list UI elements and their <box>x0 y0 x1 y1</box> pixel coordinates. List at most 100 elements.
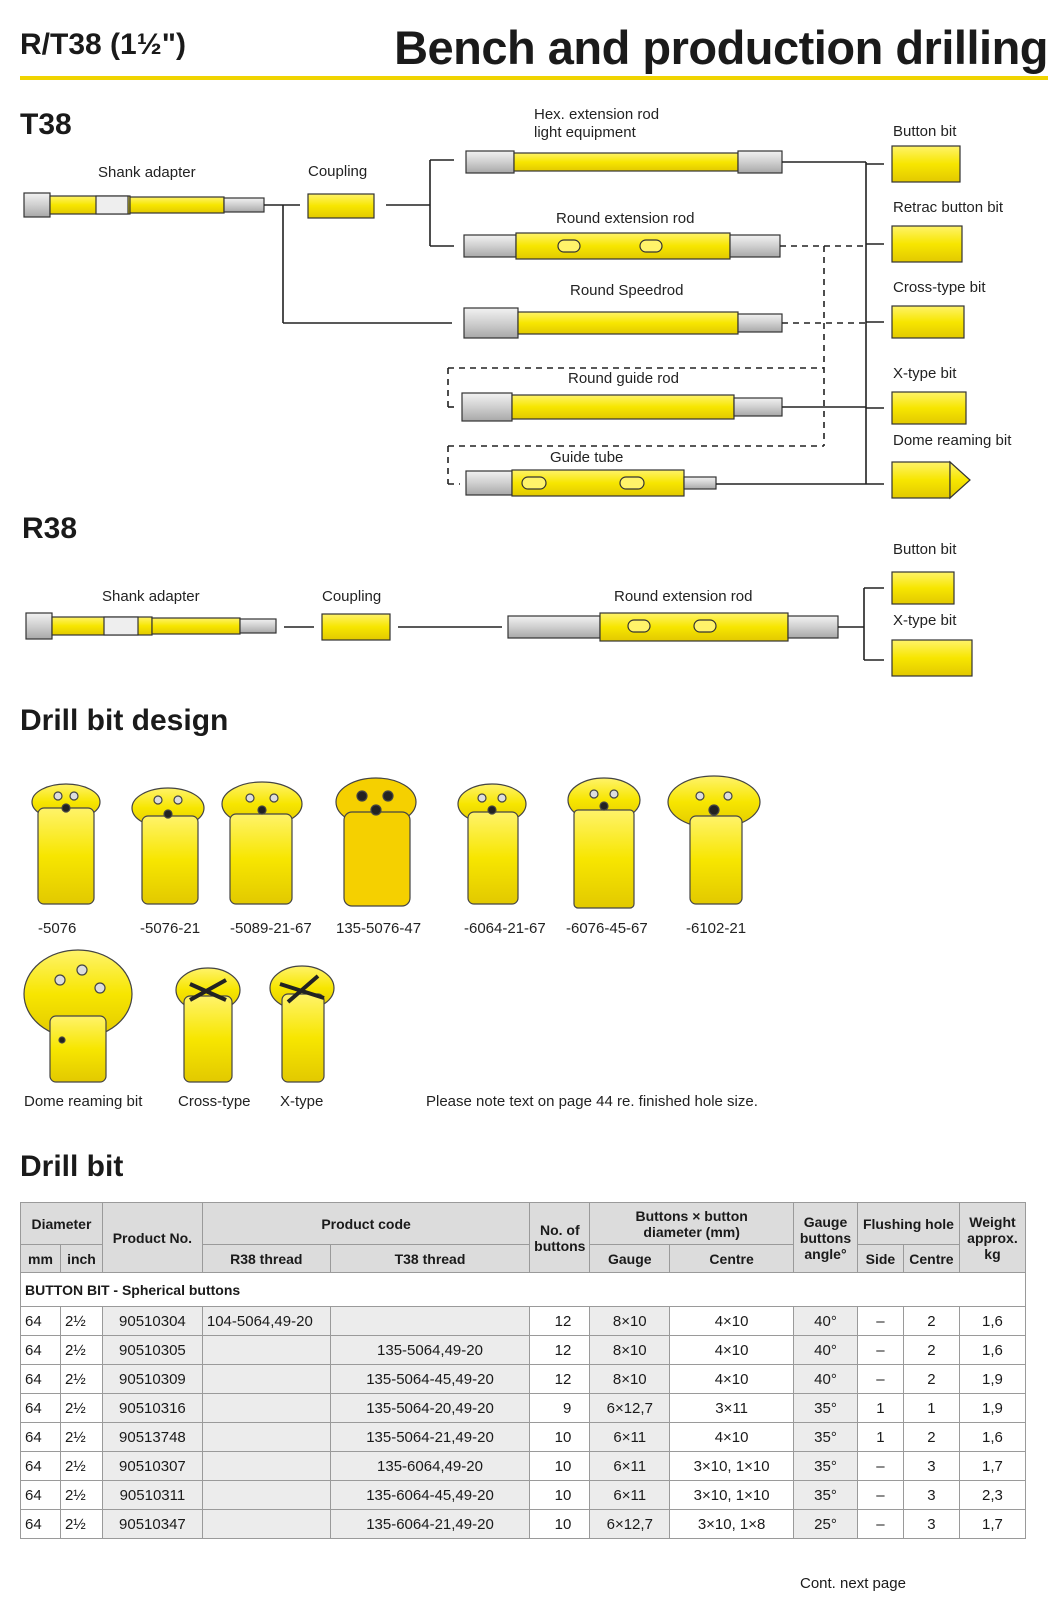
r38-shank-adapter <box>25 612 277 640</box>
round-speedrod <box>463 307 783 339</box>
bit-design-5076-21 <box>131 787 205 905</box>
t38-bit-label-cross: Cross-type bit <box>893 279 986 296</box>
design-label: -5076-21 <box>140 920 201 937</box>
table-cell <box>201 1364 331 1394</box>
table-cell: 35° <box>793 1451 858 1481</box>
drill-bit-table: Diameter Product No. Product code No. of… <box>20 1202 1027 1539</box>
page-title: Bench and production drilling <box>394 21 1048 74</box>
table-cell: 135-5064-20,49-20 <box>329 1393 531 1423</box>
table-cell: 104-5064,49-20 <box>201 1306 331 1336</box>
table-cell: 10 <box>529 1422 591 1452</box>
table-cell: 25° <box>793 1509 858 1539</box>
table-cell: 64 <box>20 1335 61 1365</box>
table-cell: 90510316 <box>101 1393 203 1423</box>
table-cell: 3×11 <box>669 1393 794 1423</box>
table-cell: 1,9 <box>958 1364 1027 1394</box>
table-cell: 90510309 <box>101 1364 203 1394</box>
guide-tube <box>465 469 717 497</box>
t38-bit-label-button: Button bit <box>893 123 957 140</box>
design-note: Please note text on page 44 re. finished… <box>426 1093 758 1110</box>
table-cell: 9 <box>529 1393 591 1423</box>
table-cell: – <box>856 1451 904 1481</box>
table-cell: 64 <box>20 1422 61 1452</box>
round-speedrod-label: Round Speedrod <box>570 282 684 299</box>
table-cell: 40° <box>793 1335 858 1365</box>
table-cell: 135-6064,49-20 <box>329 1451 531 1481</box>
drilling-system-diagram <box>23 145 973 1083</box>
table-cell: 2 <box>902 1306 960 1336</box>
t38-coupling-label: Coupling <box>308 163 368 180</box>
design-label: Cross-type <box>178 1093 251 1110</box>
th-t38-thread: T38 thread <box>329 1244 531 1273</box>
table-cell: 1 <box>902 1393 960 1423</box>
th-diameter: Diameter <box>20 1202 103 1245</box>
table-cell: 3×10, 1×10 <box>669 1451 794 1481</box>
r38-round-ext-rod-label: Round extension rod <box>614 588 753 605</box>
t38-button-bit <box>891 145 961 183</box>
t38-bit-label-dome: Dome reaming bit <box>893 432 1012 449</box>
drill-bit-title: Drill bit <box>20 1150 124 1183</box>
header-rule <box>20 76 1048 80</box>
th-product-no: Product No. <box>101 1202 203 1273</box>
table-cell: 8×10 <box>589 1364 671 1394</box>
design-label: -5076 <box>38 920 77 937</box>
table-cell <box>201 1480 331 1510</box>
table-cell: 90513748 <box>101 1422 203 1452</box>
table-cell: 6×12,7 <box>589 1509 671 1539</box>
hex-extension-rod <box>465 150 783 174</box>
table-cell: 12 <box>529 1335 591 1365</box>
table-cell: 1,9 <box>958 1393 1027 1423</box>
t38-x-type-bit <box>891 391 967 425</box>
table-cell: 1,6 <box>958 1422 1027 1452</box>
bit-design-x-type <box>269 965 335 1083</box>
t38-title: T38 <box>20 108 72 141</box>
table-cell: 6×11 <box>589 1422 671 1452</box>
table-cell: – <box>856 1306 904 1336</box>
guide-tube-label: Guide tube <box>550 449 624 466</box>
table-cell: 64 <box>20 1509 61 1539</box>
r38-button-bit <box>891 571 955 605</box>
table-cell: 135-6064-45,49-20 <box>329 1480 531 1510</box>
table-cell: 3×10, 1×8 <box>669 1509 794 1539</box>
round-ext-rod-label: Round extension rod <box>556 210 695 227</box>
drill-bit-design-title: Drill bit design <box>20 704 229 737</box>
table-cell: 4×10 <box>669 1306 794 1336</box>
table-cell: 90510307 <box>101 1451 203 1481</box>
table-cell: 3 <box>902 1451 960 1481</box>
table-cell: 90510311 <box>101 1480 203 1510</box>
table-cell: 135-5064-45,49-20 <box>329 1364 531 1394</box>
table-cell: 35° <box>793 1393 858 1423</box>
table-cell: 8×10 <box>589 1306 671 1336</box>
hex-rod-label-1: Hex. extension rod <box>534 106 660 123</box>
r38-round-extension-rod <box>507 612 839 642</box>
table-cell: 35° <box>793 1422 858 1452</box>
round-extension-rod <box>463 232 781 260</box>
table-cell: 64 <box>20 1393 61 1423</box>
t38-dome-reaming-bit <box>891 461 951 499</box>
r38-bit-label-button: Button bit <box>893 541 957 558</box>
design-label: 135-5076-47 <box>336 920 422 937</box>
table-cell: 1 <box>856 1393 904 1423</box>
table-cell: – <box>856 1480 904 1510</box>
table-cell: 6×12,7 <box>589 1393 671 1423</box>
th-inch: inch <box>59 1244 103 1273</box>
bit-design-5076 <box>31 783 101 905</box>
round-guide-rod <box>461 392 783 422</box>
design-label: -6076-45-67 <box>566 920 648 937</box>
table-cell: 64 <box>20 1364 61 1394</box>
th-gauge: Gauge <box>589 1244 671 1273</box>
table-cell: 40° <box>793 1306 858 1336</box>
table-cell: 2½ <box>59 1364 103 1394</box>
category-label: BUTTON BIT - Spherical buttons <box>20 1272 1026 1307</box>
table-cell: 90510347 <box>101 1509 203 1539</box>
table-cell: 90510305 <box>101 1335 203 1365</box>
table-cell: 10 <box>529 1480 591 1510</box>
table-cell: 64 <box>20 1480 61 1510</box>
table-cell: 2½ <box>59 1393 103 1423</box>
table-cell: 10 <box>529 1451 591 1481</box>
